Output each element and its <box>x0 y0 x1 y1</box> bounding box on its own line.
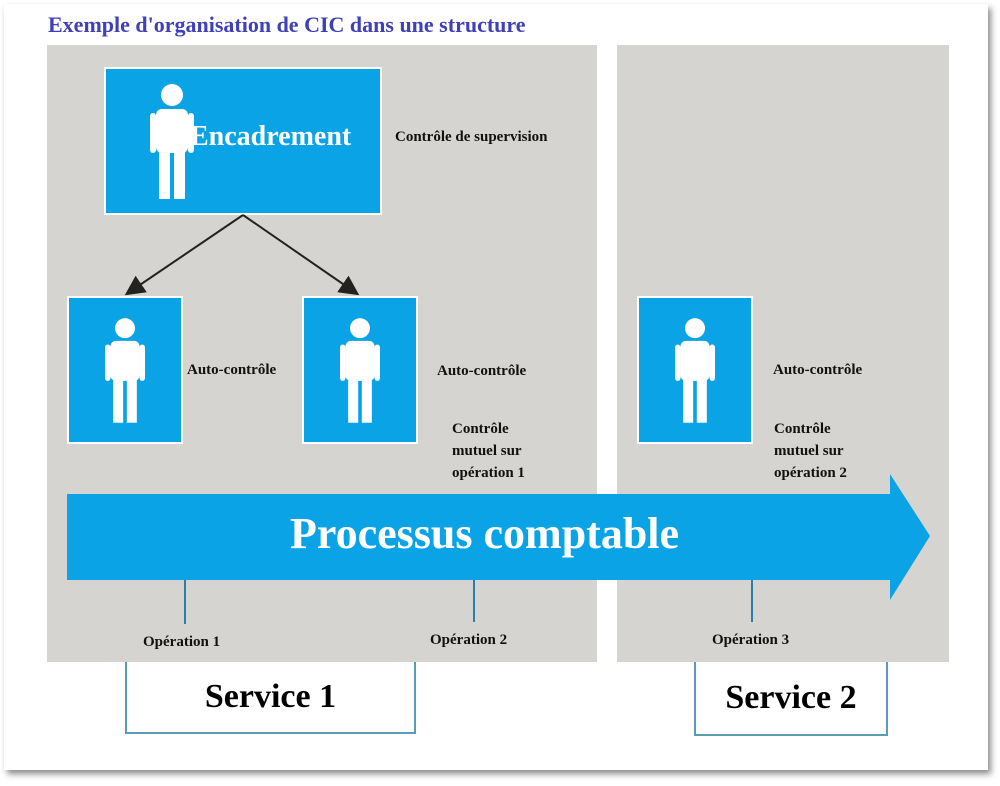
operation-label-2: Opération 2 <box>430 632 508 648</box>
mutual-control-line: mutuel sur <box>774 443 844 459</box>
person-icon <box>675 318 715 423</box>
self-control-label-2: Auto-contrôle <box>437 363 527 379</box>
service-box-1: Service 1 <box>125 662 416 734</box>
operation-label-3: Opération 3 <box>712 632 790 648</box>
arrow-to-staff-1 <box>124 214 244 296</box>
mutual-control-line: opération 2 <box>774 465 847 481</box>
service-box-2: Service 2 <box>694 662 888 736</box>
self-control-label-3: Auto-contrôle <box>773 362 863 378</box>
person-icon <box>105 318 145 423</box>
management-label: Encadrement <box>190 121 352 152</box>
process-arrow-shape <box>67 474 930 600</box>
mutual-control-line: opération 1 <box>452 465 525 481</box>
arrow-to-staff-2 <box>242 214 360 296</box>
person-icon <box>150 84 194 199</box>
diagram-title: Exemple d'organisation de CIC dans une s… <box>48 12 526 37</box>
mutual-control-label-1: Contrôle mutuel sur opération 1 <box>452 418 525 484</box>
mutual-control-line: Contrôle <box>774 421 831 437</box>
operation-label-1: Opération 1 <box>143 634 221 650</box>
person-icon <box>340 318 380 423</box>
process-label: Processus comptable <box>290 509 680 558</box>
staff-box-3 <box>637 296 753 444</box>
self-control-label-1: Auto-contrôle <box>187 362 277 378</box>
mutual-control-line: mutuel sur <box>452 443 522 459</box>
mutual-control-line: Contrôle <box>452 421 509 437</box>
supervision-label: Contrôle de supervision <box>395 129 548 145</box>
management-box: Encadrement <box>104 67 382 215</box>
staff-box-1 <box>67 296 183 444</box>
mutual-control-label-2: Contrôle mutuel sur opération 2 <box>774 418 847 484</box>
staff-box-2 <box>302 296 418 444</box>
